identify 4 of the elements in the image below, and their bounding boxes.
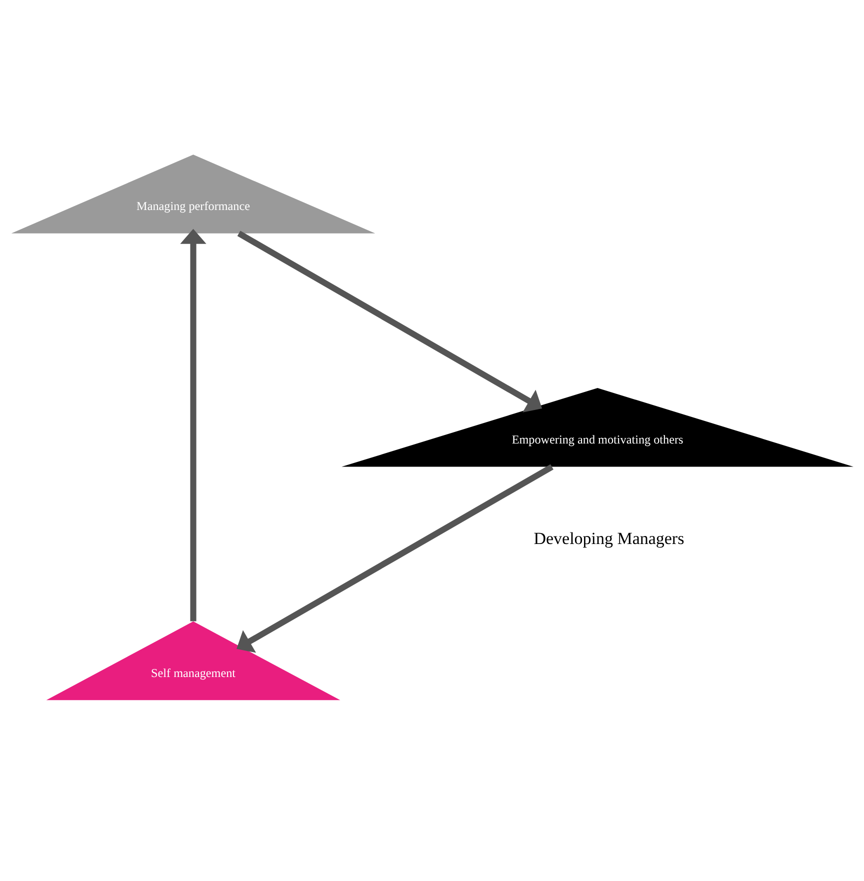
arrow (236, 230, 542, 412)
arrow (236, 464, 553, 653)
label: Developing Managers (533, 529, 684, 548)
arrow (180, 228, 206, 622)
